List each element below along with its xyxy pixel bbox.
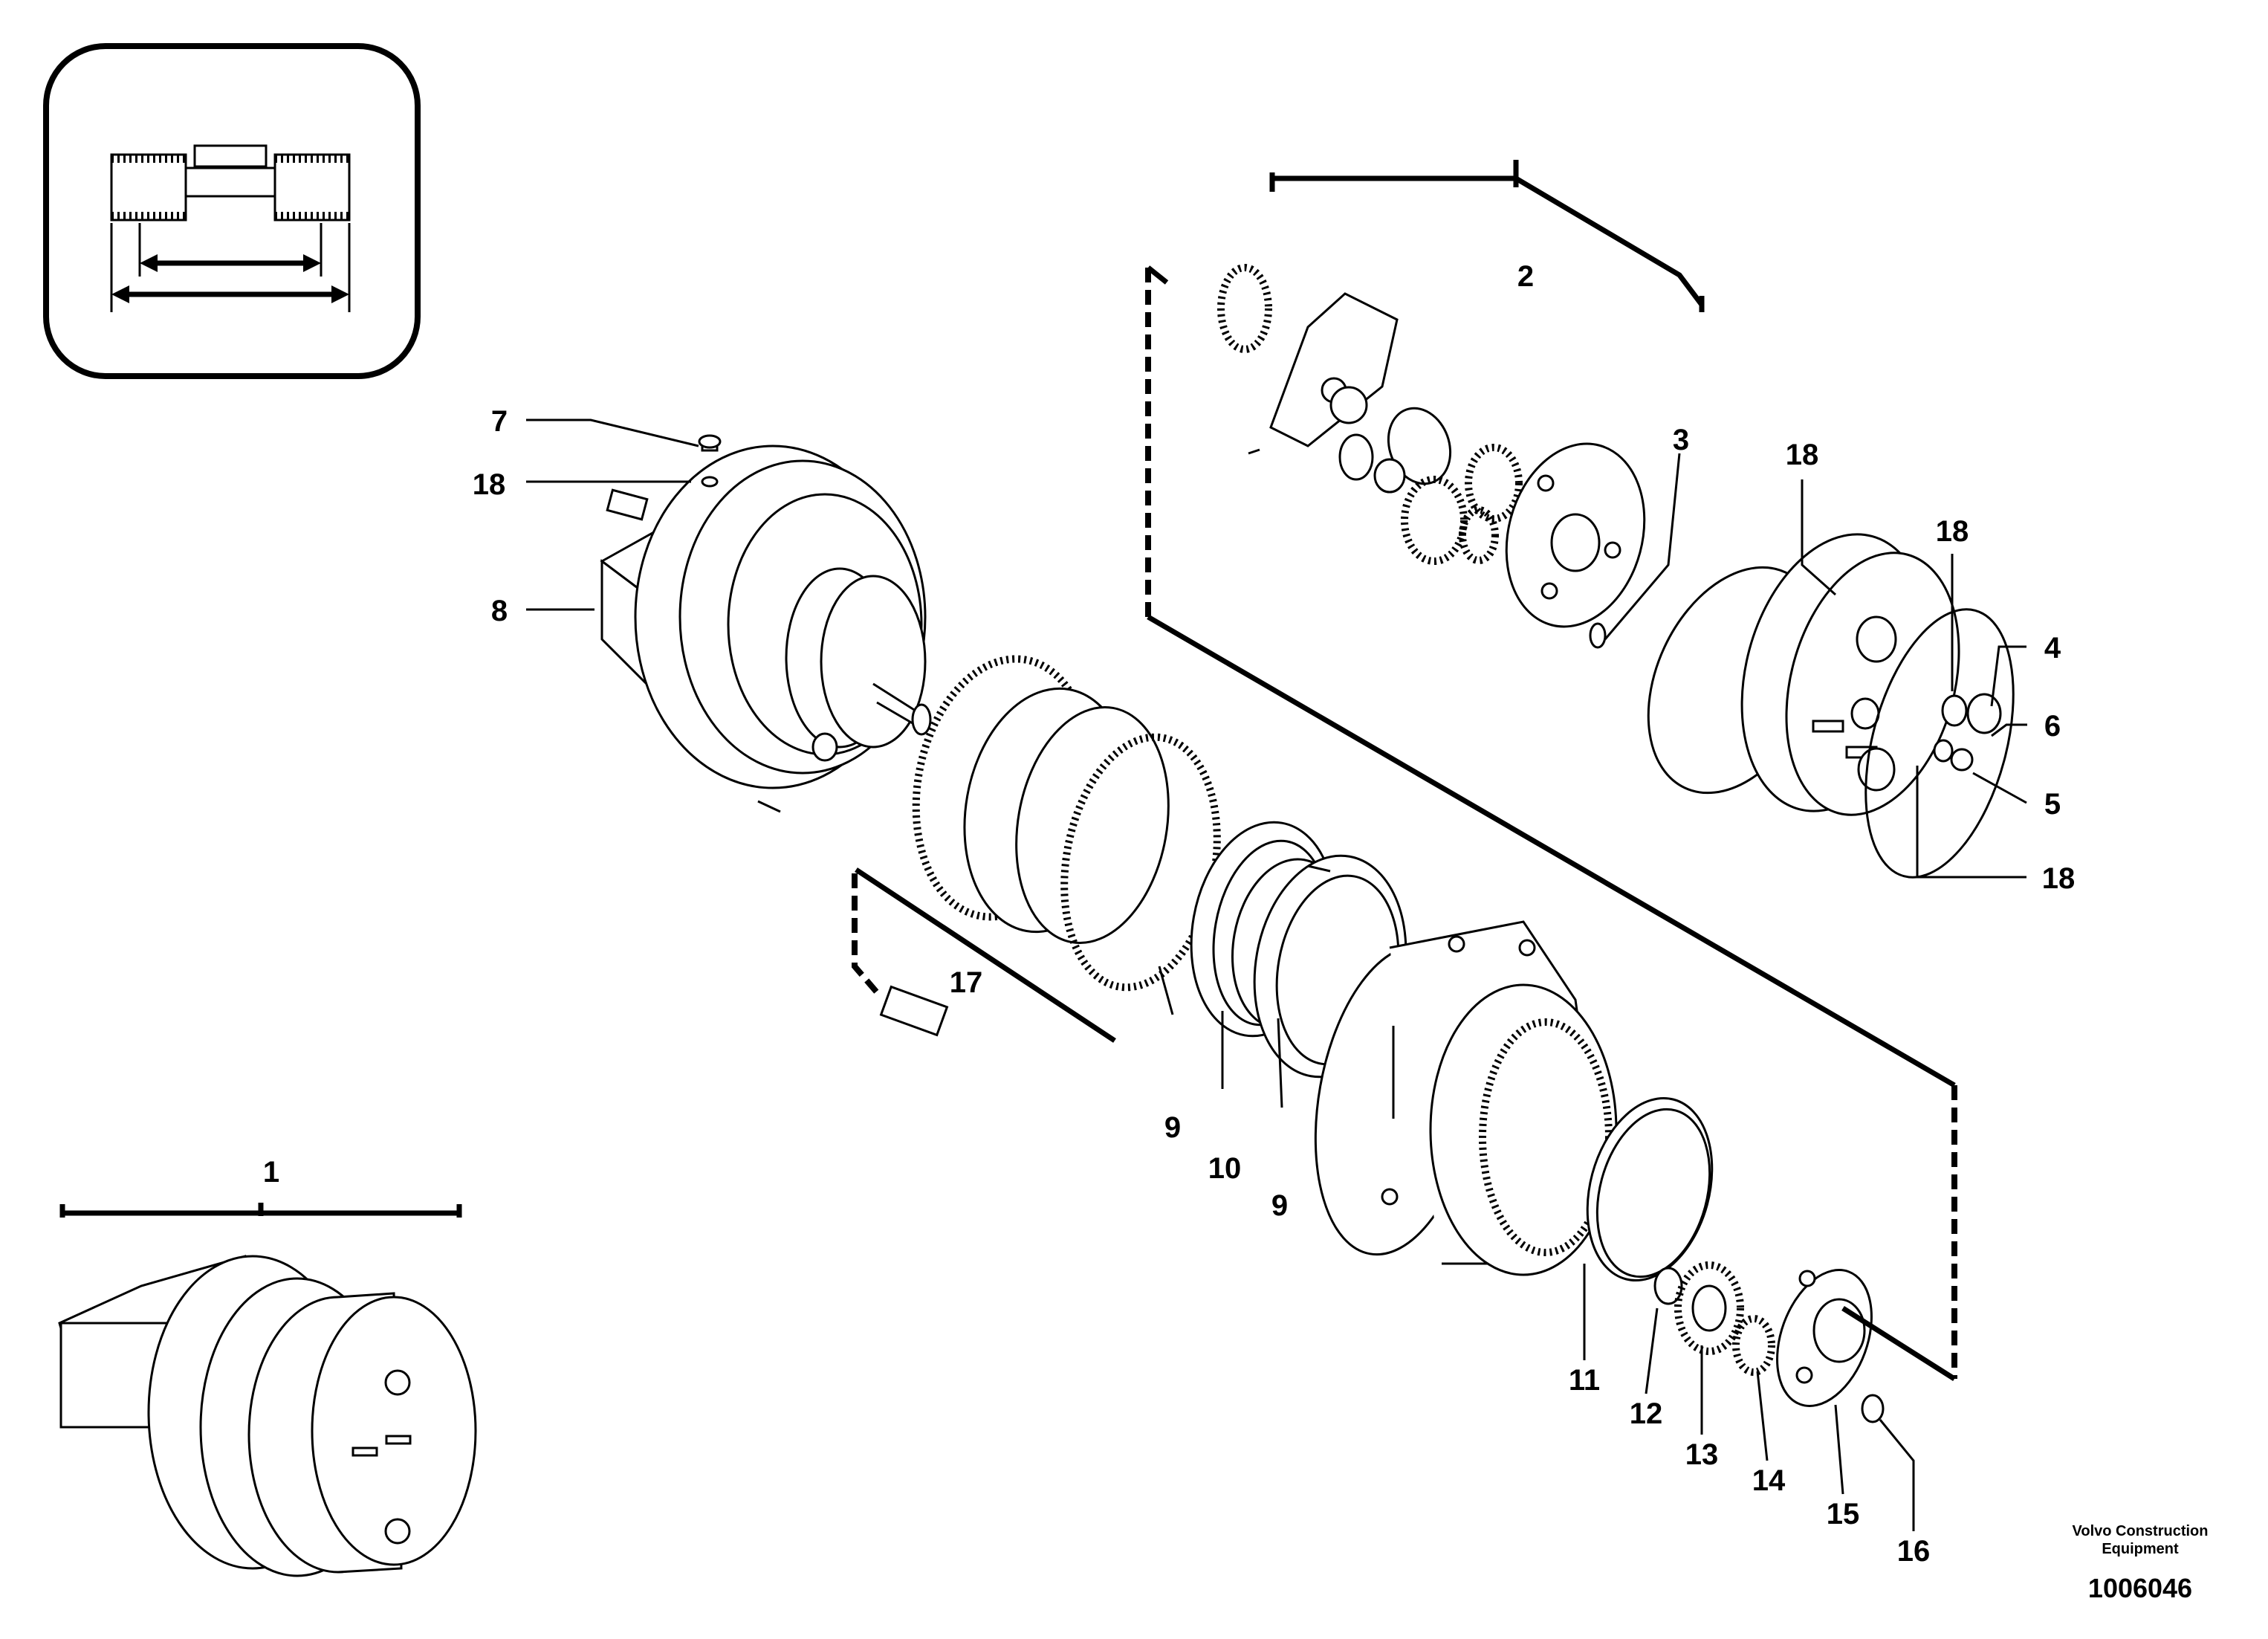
callout-4: 4 (2044, 632, 2061, 665)
cover-assembly (1647, 533, 2015, 879)
callout-18-cover: 18 (1786, 439, 1819, 471)
callout-17: 17 (950, 966, 983, 999)
callout-7: 7 (491, 405, 508, 438)
callout-2: 2 (1517, 260, 1534, 293)
callout-18-plug-bottom: 18 (2042, 862, 2076, 895)
final-drive-assembly (58, 1203, 477, 1577)
planetary-carrier-group (1145, 160, 1957, 1381)
brand-line-2: Equipment (2102, 1541, 2179, 1557)
leader-lines (526, 418, 2027, 1531)
callout-9b: 9 (1271, 1189, 1288, 1222)
callout-3: 3 (1673, 424, 1689, 456)
callout-5: 5 (2044, 788, 2061, 821)
callout-16: 16 (1897, 1535, 1931, 1568)
track-gauge-inset (43, 43, 421, 379)
motor-housing (600, 434, 932, 813)
sun-gear-group (1653, 1261, 1885, 1423)
brand-line-1: Volvo Construction (2072, 1523, 2209, 1539)
callout-numbers: 1 2 3 4 5 6 7 8 9 10 9 11 12 13 14 15 16… (263, 260, 2075, 1568)
circlip (1586, 1096, 1714, 1282)
callout-15: 15 (1827, 1498, 1860, 1530)
callout-9a: 9 (1164, 1111, 1181, 1144)
callout-12: 12 (1630, 1397, 1663, 1430)
callout-18-plug-top: 18 (1936, 515, 1969, 548)
callout-6: 6 (2044, 710, 2061, 743)
callout-13: 13 (1685, 1438, 1719, 1471)
callout-8: 8 (491, 595, 508, 627)
callout-18-oring: 18 (473, 468, 506, 501)
brand-label: Volvo Construction Equipment (2051, 1522, 2229, 1558)
ring-gear-housing (1314, 920, 1618, 1276)
callout-11: 11 (1569, 1364, 1600, 1397)
floating-seal-rings (852, 655, 1221, 1043)
document-number: 1006046 (2087, 1573, 2193, 1603)
callout-10: 10 (1208, 1152, 1242, 1185)
callout-14: 14 (1752, 1464, 1786, 1497)
callout-1: 1 (263, 1156, 279, 1189)
